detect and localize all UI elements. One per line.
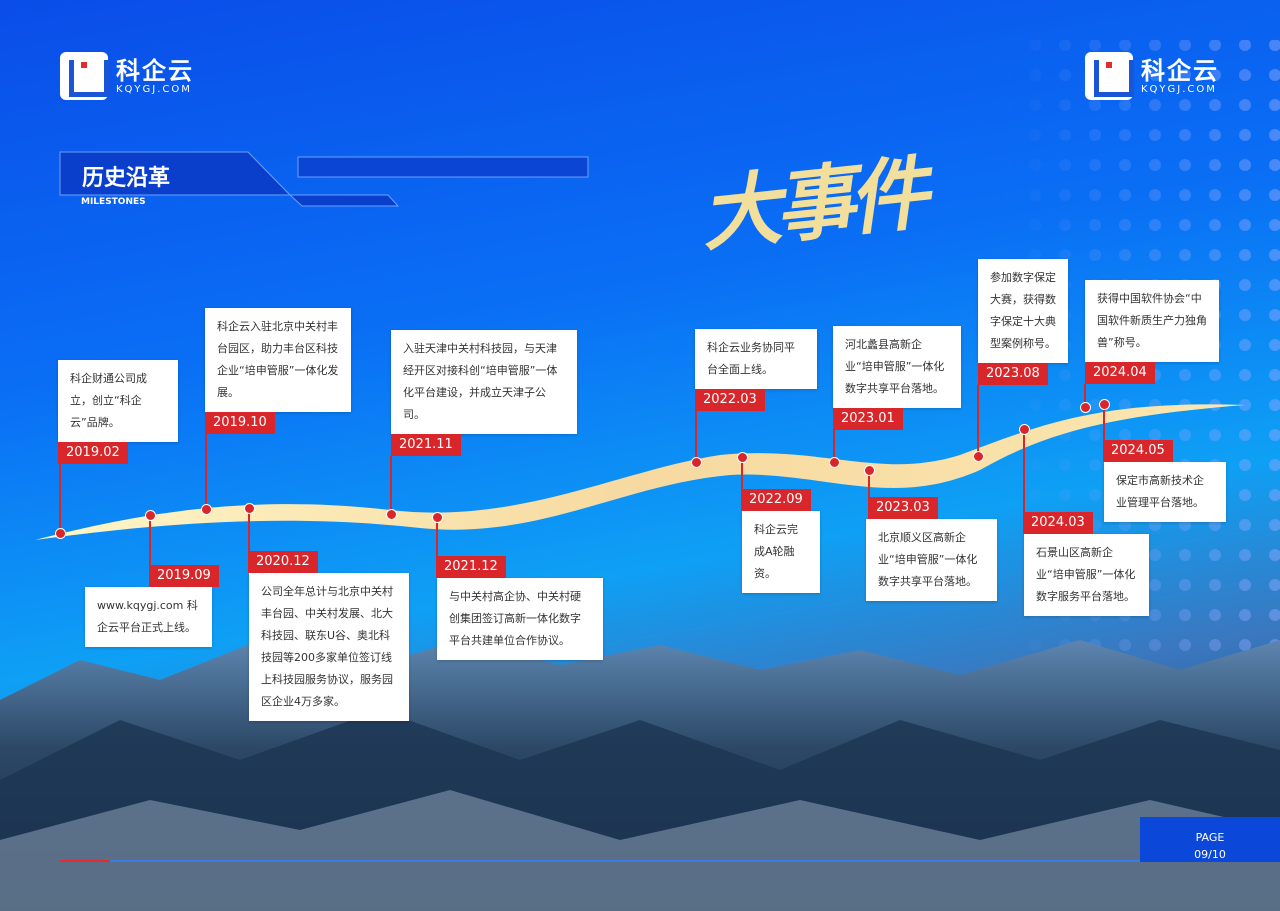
timeline-dot [737, 452, 748, 463]
timeline-dot [691, 457, 702, 468]
event-description: 科企云业务协同平台全面上线。 [695, 329, 817, 389]
event-description: 与中关村高企协、中关村硬创集团签订高新一体化数字平台共建单位合作协议。 [437, 578, 603, 660]
event-description: 科企云完成A轮融资。 [742, 511, 820, 593]
event-date: 2024.03 [1023, 512, 1093, 534]
event-connector [977, 385, 979, 456]
event-description: www.kqygj.com 科企云平台正式上线。 [85, 587, 212, 647]
logo-mark-icon [1085, 52, 1134, 100]
event-description: 科企财通公司成立，创立“科企云”品牌。 [58, 360, 178, 442]
timeline-dot [432, 512, 443, 523]
event-connector [390, 456, 392, 514]
timeline-dot [201, 504, 212, 515]
event-connector [59, 464, 61, 533]
timeline-dot [973, 451, 984, 462]
page-indicator: PAGE 09/10 [1140, 817, 1280, 862]
event-date: 2020.12 [248, 551, 318, 573]
event-date: 2024.05 [1103, 440, 1173, 462]
section-subtitle: MILESTONES [81, 197, 146, 207]
event-description: 公司全年总计与北京中关村丰台园、中关村发展、北大科技园、联东U谷、奥北科技园等2… [249, 573, 409, 721]
event-connector [868, 470, 870, 497]
event-date: 2019.09 [149, 565, 219, 587]
event-date: 2023.08 [978, 363, 1048, 385]
event-connector [833, 430, 835, 462]
timeline-dot [244, 503, 255, 514]
event-date: 2022.09 [741, 489, 811, 511]
timeline-dot [1099, 399, 1110, 410]
logo-domain: KQYGJ.COM [1141, 83, 1217, 95]
event-date: 2021.12 [436, 556, 506, 578]
event-date: 2019.02 [58, 442, 128, 464]
timeline-dot [145, 510, 156, 521]
logo-name: 科企云 [116, 56, 194, 85]
event-date: 2021.11 [391, 434, 461, 456]
title-banner [59, 151, 589, 207]
logo-domain: KQYGJ.COM [116, 83, 192, 95]
event-connector [205, 434, 207, 509]
event-date: 2023.01 [833, 408, 903, 430]
event-connector [149, 515, 151, 565]
event-description: 北京顺义区高新企业“培申管服”一体化数字共享平台落地。 [866, 519, 997, 601]
timeline-dot [1019, 424, 1030, 435]
event-description: 河北蠡县高新企业“培申管服”一体化数字共享平台落地。 [833, 326, 961, 408]
page-number: 09/10 [1194, 848, 1226, 861]
event-description: 参加数字保定大赛，获得数字保定十大典型案例称号。 [978, 259, 1068, 363]
timeline-dot [829, 457, 840, 468]
event-connector [248, 508, 250, 551]
logo-mark-icon [60, 52, 109, 100]
headline: 大事件 [696, 145, 927, 263]
timeline-dot [1080, 402, 1091, 413]
event-connector [436, 517, 438, 556]
timeline-dot [864, 465, 875, 476]
timeline-dot [55, 528, 66, 539]
event-description: 获得中国软件协会“中国软件新质生产力独角兽”称号。 [1085, 280, 1219, 362]
logo-name: 科企云 [1141, 56, 1219, 85]
event-description: 入驻天津中关村科技园，与天津经开区对接科创“培申管服”一体化平台建设，并成立天津… [391, 330, 577, 434]
event-connector [1023, 429, 1025, 512]
event-connector [1084, 384, 1086, 407]
event-date: 2019.10 [205, 412, 275, 434]
event-connector [741, 457, 743, 489]
event-connector [1103, 404, 1105, 440]
event-connector [695, 411, 697, 462]
page-label: PAGE [1195, 831, 1225, 844]
event-description: 保定市高新技术企业管理平台落地。 [1104, 462, 1226, 522]
event-description: 科企云入驻北京中关村丰台园区，助力丰台区科技企业“培申管服”一体化发展。 [205, 308, 351, 412]
timeline-dot [386, 509, 397, 520]
event-date: 2024.04 [1085, 362, 1155, 384]
event-date: 2023.03 [868, 497, 938, 519]
event-date: 2022.03 [695, 389, 765, 411]
event-description: 石景山区高新企业“培申管服”一体化数字服务平台落地。 [1024, 534, 1149, 616]
section-title: 历史沿革 [82, 166, 171, 191]
